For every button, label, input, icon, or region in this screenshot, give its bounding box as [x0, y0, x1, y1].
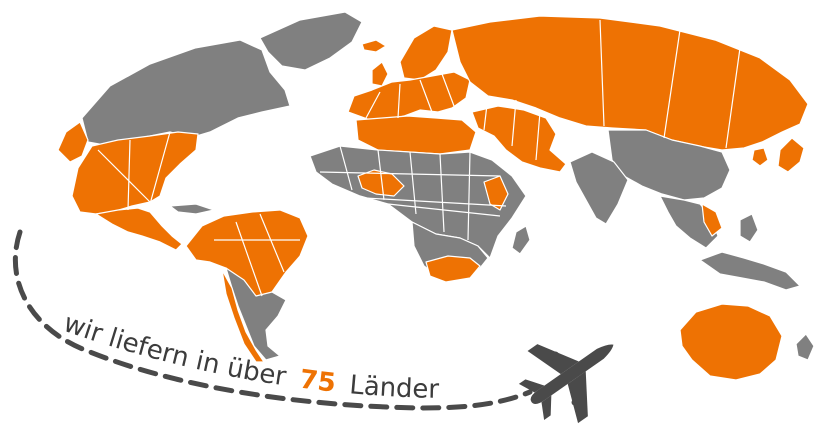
region-chile	[221, 269, 265, 363]
country-borders	[97, 19, 741, 297]
region-indonesia	[699, 251, 801, 291]
region-iceland	[361, 39, 387, 53]
region-australia	[679, 303, 783, 381]
region-middle-east	[471, 105, 567, 173]
airplane-icon	[518, 344, 614, 424]
region-korea	[751, 147, 769, 167]
region-madagascar	[511, 225, 531, 255]
region-west-africa	[357, 169, 405, 197]
region-uk	[371, 61, 389, 87]
region-new-zealand	[795, 333, 815, 361]
region-alaska	[57, 121, 89, 163]
caption-suffix: Länder	[348, 370, 439, 405]
region-mexico	[95, 207, 183, 251]
region-caribbean	[169, 203, 215, 215]
region-japan	[777, 137, 805, 173]
caption-count: 75	[298, 365, 337, 399]
region-east-africa	[483, 175, 509, 211]
route-caption: wir liefern in über 75 Länder	[60, 308, 440, 405]
dashed-route	[12, 229, 533, 411]
region-scandinavia	[399, 25, 453, 81]
region-philippines	[739, 213, 759, 243]
region-india	[569, 151, 629, 225]
region-north-africa	[355, 115, 477, 155]
region-greenland	[259, 11, 363, 71]
region-vietnam	[701, 203, 723, 237]
region-south-africa	[425, 255, 481, 283]
region-china	[607, 129, 731, 201]
